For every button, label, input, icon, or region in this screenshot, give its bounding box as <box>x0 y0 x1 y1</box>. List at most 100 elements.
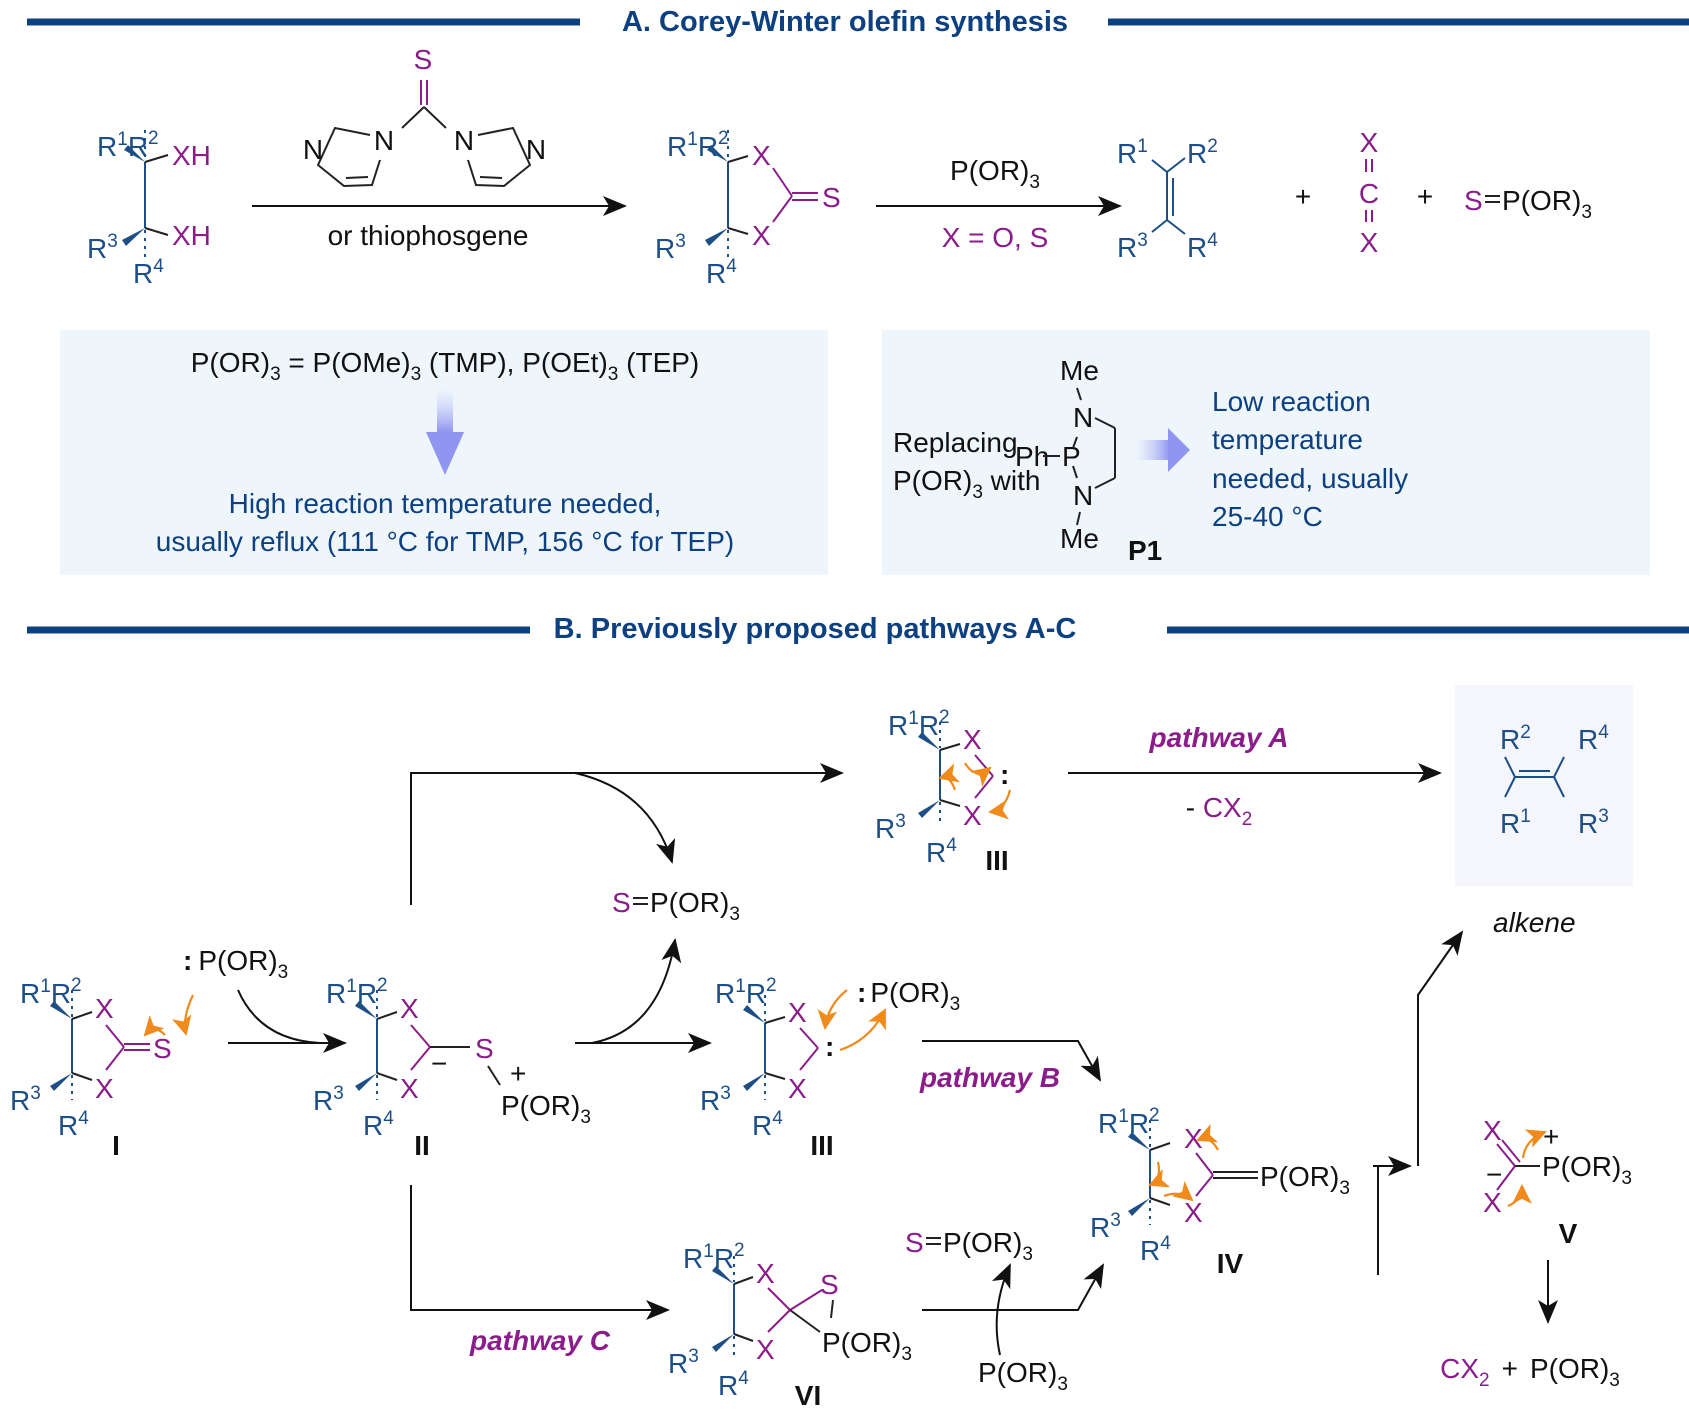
arrow-IV-to-alkene <box>1417 930 1464 1166</box>
step2-reagent: P(OR)3 <box>950 155 1040 193</box>
svg-text:R3: R3 <box>875 811 906 844</box>
svg-text:X: X <box>95 993 114 1024</box>
svg-text:R3: R3 <box>1578 806 1609 839</box>
cyclic-thiocarbonate: X X S R1R2 R3 R4 <box>655 128 841 289</box>
svg-text:R3: R3 <box>87 231 118 264</box>
svg-text:X: X <box>788 997 807 1028</box>
svg-text:X: X <box>95 1073 114 1104</box>
pathway-b-label: pathway B <box>919 1062 1060 1093</box>
intermediate-IV: X X P(OR)3 R1R2 R3 R4 IV <box>1090 1105 1350 1279</box>
svg-text:X: X <box>400 1073 419 1104</box>
plus-sign: + <box>1295 181 1311 212</box>
label-II: II <box>414 1130 430 1161</box>
panel-p1-reagent <box>882 330 1650 575</box>
right-arrow-shaft <box>1135 440 1170 460</box>
svg-text:−: − <box>431 1048 447 1079</box>
plus-sign: + <box>1417 181 1433 212</box>
svg-text:X: X <box>756 1334 775 1365</box>
svg-text:X: X <box>963 724 982 755</box>
svg-text:X: X <box>752 140 771 171</box>
svg-text:N: N <box>303 134 323 165</box>
svg-text:N: N <box>1073 480 1093 511</box>
svg-text:S: S <box>612 887 631 918</box>
svg-text:XH: XH <box>172 220 211 251</box>
svg-text:R1R2: R1R2 <box>97 128 159 162</box>
svg-text:X: X <box>1360 127 1379 158</box>
svg-text:P(OR)3: P(OR)3 <box>1260 1161 1350 1199</box>
svg-text:P(OR)3: P(OR)3 <box>1502 185 1592 223</box>
svg-text:S: S <box>905 1227 924 1258</box>
panel-right-content: Replacing P(OR)3 with Me N Ph P N Me P1 … <box>893 355 1408 566</box>
svg-text:R1: R1 <box>1500 806 1531 839</box>
pathway-b-arrow <box>922 1040 1101 1082</box>
thiophosphate-byproduct: S P(OR)3 <box>1464 185 1592 223</box>
arrow-II-to-VI <box>410 1185 670 1320</box>
svg-text:R1R2: R1R2 <box>1098 1105 1160 1139</box>
svg-text::: : <box>1000 759 1009 790</box>
intermediate-V: X X − P(OR)3 + V <box>1483 1115 1632 1249</box>
decomposition-products: CX2+P(OR)3 <box>1440 1353 1620 1391</box>
svg-text:N: N <box>526 134 546 165</box>
svg-text:R4: R4 <box>133 256 164 289</box>
intermediate-III-middle: X X : R1R2 R3 R4 III <box>700 975 886 1161</box>
svg-text:Me: Me <box>1060 523 1099 554</box>
down-arrow-icon <box>426 432 464 475</box>
svg-text:S: S <box>1464 185 1483 216</box>
label-III: III <box>810 1130 833 1161</box>
cx2-byproduct: X C X <box>1359 127 1379 258</box>
svg-text:X: X <box>400 993 419 1024</box>
pathway-a-label: pathway A <box>1149 722 1289 753</box>
section-b-header: B. Previously proposed pathways A-C <box>27 613 1689 645</box>
svg-text:Me: Me <box>1060 355 1099 386</box>
arrow-VI-to-IV <box>922 1263 1104 1311</box>
svg-text:R3: R3 <box>1117 230 1148 263</box>
svg-text:−: − <box>1486 1159 1502 1190</box>
down-arrow-shaft <box>437 388 453 432</box>
svg-text:P(OR)3: P(OR)3 <box>1542 1151 1632 1189</box>
thiophosphate-release-top: S P(OR)3 <box>612 887 740 925</box>
minus-cx2: - CX2 <box>1186 792 1253 830</box>
svg-text:X: X <box>1483 1187 1502 1218</box>
phosphite-reagent-bottom: P(OR)3 <box>978 1357 1068 1395</box>
svg-text:R1R2: R1R2 <box>326 975 388 1009</box>
svg-text:R1R2: R1R2 <box>715 975 777 1009</box>
svg-text:S: S <box>822 182 841 213</box>
svg-text:R4: R4 <box>752 1108 783 1141</box>
pathway-c-label: pathway C <box>469 1325 611 1356</box>
thiocarbonyldiimidazole-reagent: S N N N N or thiophosgene <box>303 44 546 251</box>
svg-text:needed, usually: needed, usually <box>1212 463 1408 494</box>
phosphite-definition: P(OR)3 = P(OMe)3 (TMP), P(OEt)3 (TEP) <box>191 347 700 385</box>
svg-text:R3: R3 <box>668 1346 699 1379</box>
svg-text:N: N <box>374 125 394 156</box>
section-a-title: A. Corey-Winter olefin synthesis <box>622 6 1068 38</box>
step2-condition: X = O, S <box>942 222 1049 253</box>
svg-text:R4: R4 <box>363 1108 394 1141</box>
svg-text:Replacing: Replacing <box>893 427 1018 458</box>
svg-text:R4: R4 <box>1187 230 1218 263</box>
svg-text:+: + <box>1543 1121 1559 1152</box>
svg-text:R1R2: R1R2 <box>888 707 950 741</box>
olefin-product: R1 R2 R3 R4 <box>1117 136 1218 263</box>
svg-text:R3: R3 <box>10 1083 41 1116</box>
svg-text:R1: R1 <box>1117 136 1148 169</box>
label-IV: IV <box>1217 1248 1244 1279</box>
svg-text:P(OR)3: P(OR)3 <box>650 887 740 925</box>
svg-text:25-40 °C: 25-40 °C <box>1212 501 1323 532</box>
svg-text:X: X <box>756 1258 775 1289</box>
svg-text:R4: R4 <box>718 1368 749 1401</box>
phosphite-nucleophile: :P(OR)3 <box>183 945 288 983</box>
svg-text:R3: R3 <box>1090 1210 1121 1243</box>
svg-text:R1R2: R1R2 <box>667 128 729 162</box>
svg-text:C: C <box>1359 178 1379 209</box>
svg-text:N: N <box>1073 402 1093 433</box>
diol-starting-material: R1R2 XH XH R3 R4 <box>87 128 211 289</box>
svg-text:R4: R4 <box>926 835 957 868</box>
svg-text:P(OR)3: P(OR)3 <box>822 1327 912 1365</box>
compound-label-p1: P1 <box>1128 535 1162 566</box>
svg-text:R2: R2 <box>1500 722 1531 755</box>
arrow-II-to-III-top <box>410 763 844 905</box>
svg-text:Low reaction: Low reaction <box>1212 386 1371 417</box>
svg-text:+: + <box>510 1058 526 1089</box>
svg-text:R2: R2 <box>1187 136 1218 169</box>
